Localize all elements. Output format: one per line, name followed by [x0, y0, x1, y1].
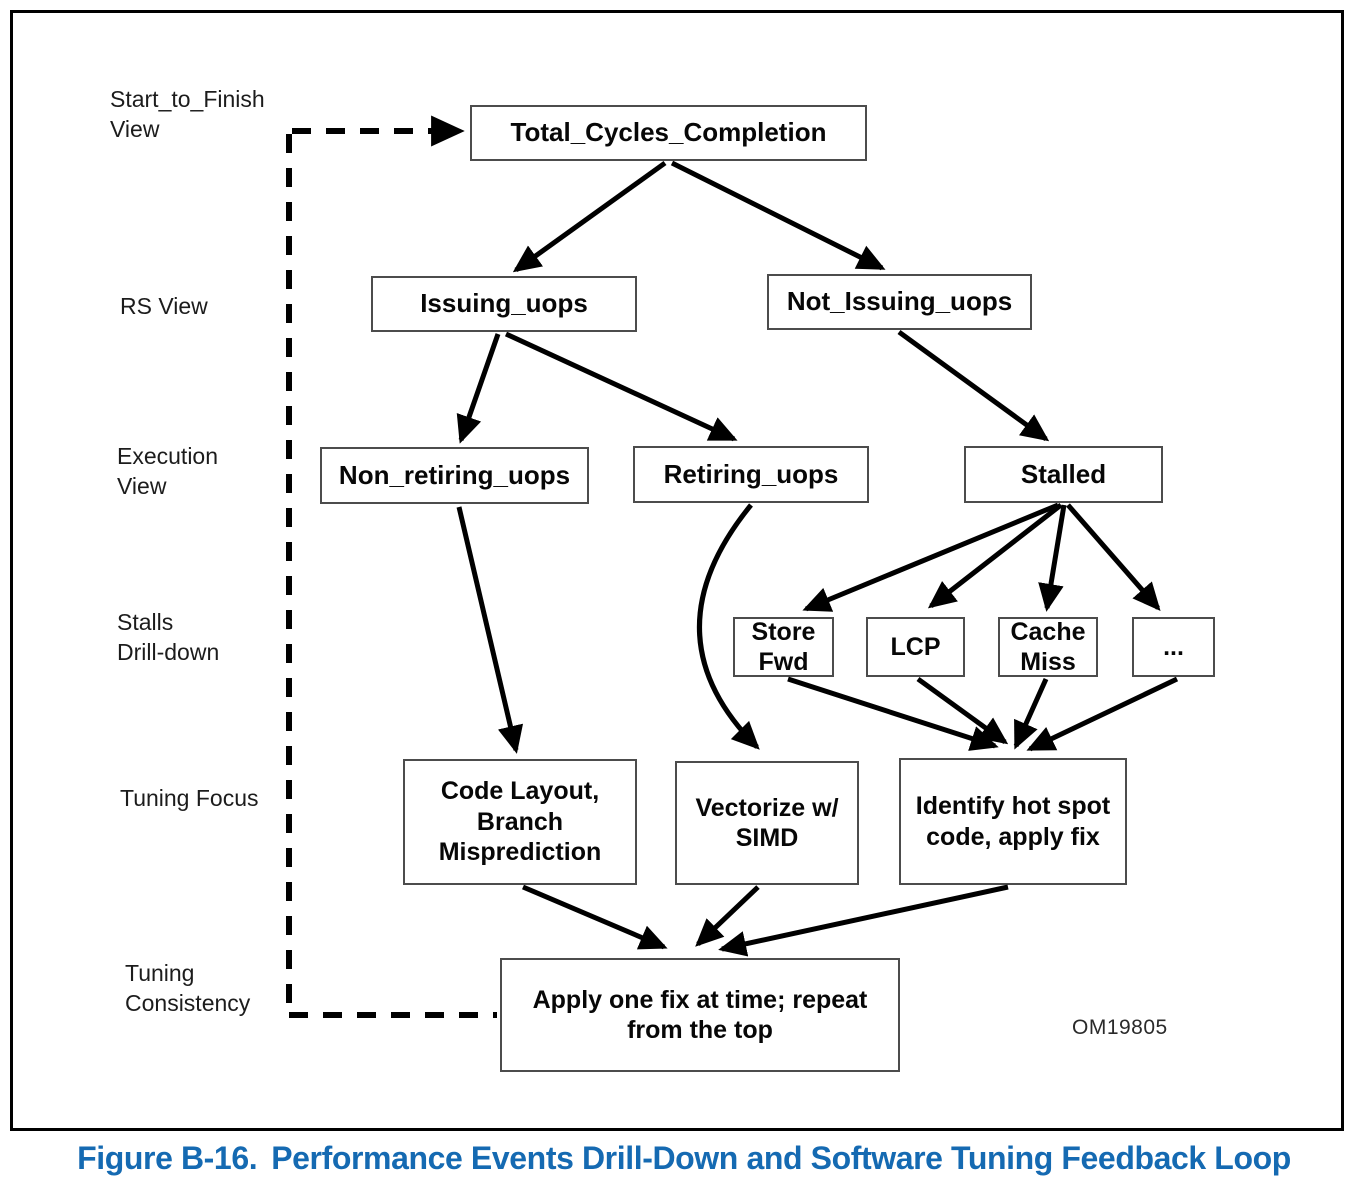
figure-caption-title: Performance Events Drill-Down and Softwa…: [271, 1140, 1291, 1176]
node-stalled: Stalled: [964, 446, 1163, 503]
node-not-issuing-uops: Not_Issuing_uops: [767, 274, 1032, 330]
row-label-stalls-drill-down: Stalls Drill-down: [117, 609, 220, 666]
node-vectorize-simd: Vectorize w/ SIMD: [675, 761, 859, 885]
node-code-layout-branch-misprediction: Code Layout, Branch Misprediction: [403, 759, 637, 885]
node-ellipsis: ...: [1132, 617, 1215, 677]
node-non-retiring-uops: Non_retiring_uops: [320, 447, 589, 504]
watermark-om-number: OM19805: [1072, 1016, 1168, 1039]
row-label-tuning-consistency: Tuning Consistency: [125, 960, 251, 1017]
figure-caption: Figure B-16. Performance Events Drill-Dow…: [0, 1140, 1368, 1177]
node-lcp: LCP: [866, 617, 965, 677]
figure-caption-number: Figure B-16.: [77, 1140, 258, 1176]
node-total-cycles-completion: Total_Cycles_Completion: [470, 105, 867, 161]
node-identify-hot-spot: Identify hot spot code, apply fix: [899, 758, 1127, 885]
row-label-start-to-finish-view: Start_to_Finish View: [110, 86, 265, 143]
node-apply-one-fix: Apply one fix at time; repeat from the t…: [500, 958, 900, 1072]
row-label-rs-view: RS View: [120, 293, 208, 319]
row-label-execution-view: Execution View: [117, 443, 219, 500]
node-store-fwd: Store Fwd: [733, 617, 834, 677]
node-retiring-uops: Retiring_uops: [633, 446, 869, 503]
row-label-tuning-focus: Tuning Focus: [120, 785, 259, 811]
node-cache-miss: Cache Miss: [998, 617, 1098, 677]
node-issuing-uops: Issuing_uops: [371, 276, 637, 332]
